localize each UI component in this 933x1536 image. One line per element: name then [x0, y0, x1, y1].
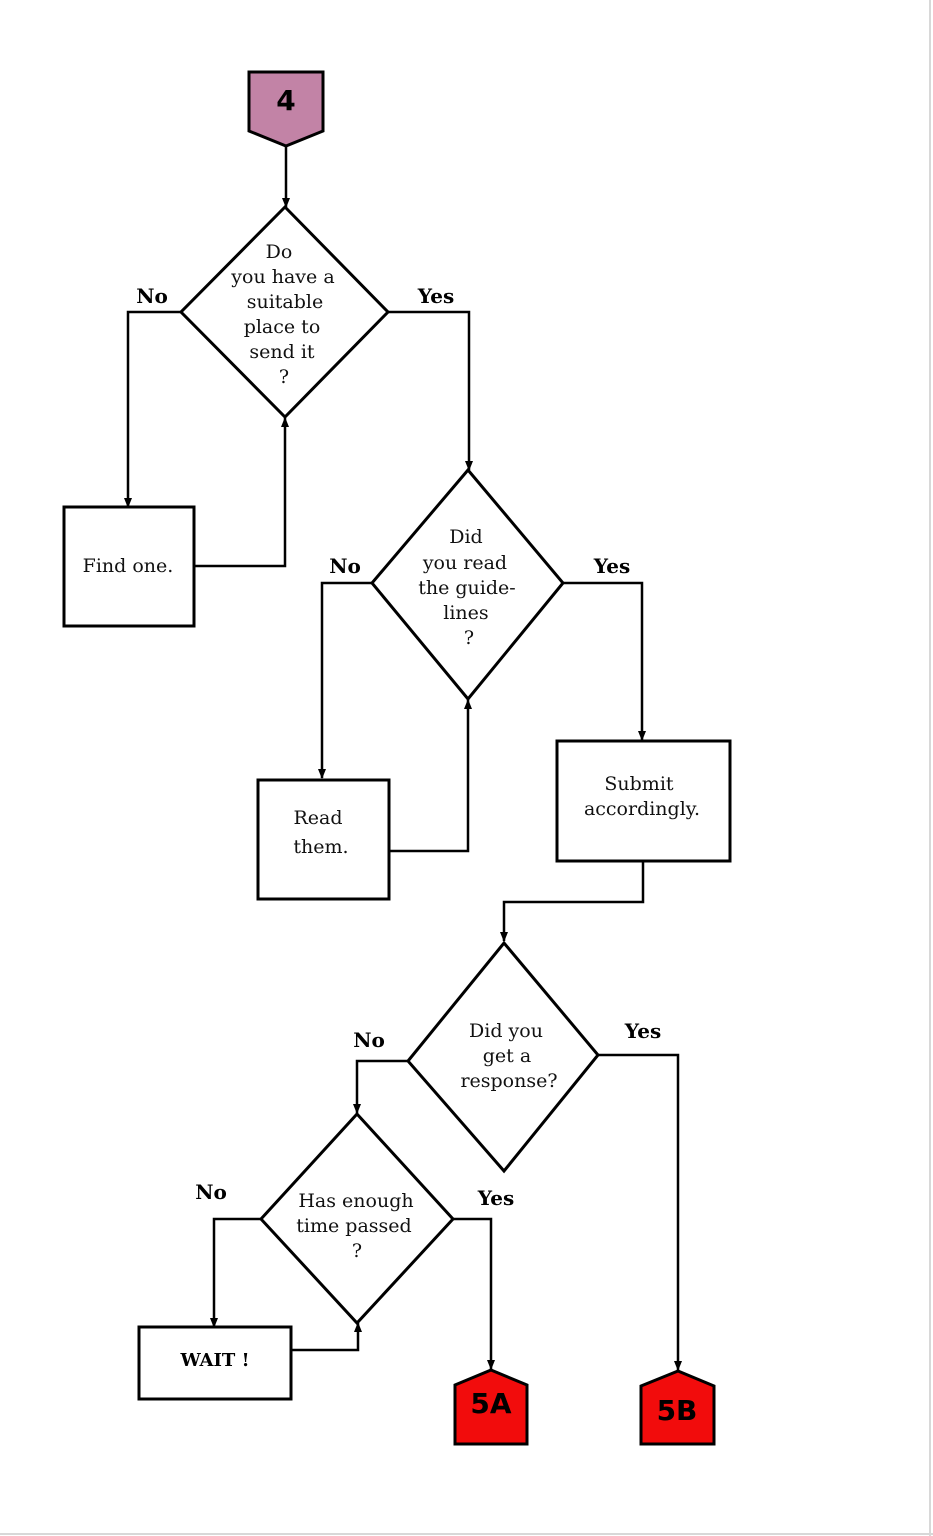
decision-suitable-place-line: ?	[279, 366, 289, 388]
edge-find-one-return	[194, 417, 289, 568]
decision-got-response-shape	[406, 940, 600, 1174]
decision-got-response-line: Did you	[469, 1020, 543, 1042]
edge-q2-yes	[563, 581, 646, 741]
process-submit-box	[555, 739, 732, 863]
process-submit-line: accordingly.	[584, 798, 700, 820]
decision-suitable-place: Do you have a suitable place to send it …	[178, 204, 391, 420]
decision-got-response-line: response?	[460, 1070, 557, 1092]
end-connector-5b: 5B	[639, 1369, 716, 1446]
decision-read-guidelines-line: ?	[464, 627, 474, 649]
decision-suitable-place-line: suitable	[247, 291, 324, 313]
edge-label-q2-yes: Yes	[593, 554, 631, 578]
start-connector-shape	[247, 70, 325, 148]
decision-read-guidelines: Did you read the guide- lines ?	[370, 467, 565, 702]
edge-q1-no	[124, 310, 181, 508]
edge-wait-return	[291, 1322, 362, 1352]
decision-suitable-place-line: send it	[249, 341, 315, 363]
decision-suitable-place-text: Do you have a suitable place to send it …	[230, 241, 340, 388]
decision-suitable-place-line: you have a	[230, 266, 334, 288]
decision-suitable-place-shape	[178, 204, 391, 420]
decision-read-guidelines-text: Did you read the guide- lines ?	[418, 526, 522, 649]
decision-enough-time-line: ?	[352, 1240, 362, 1262]
decision-read-guidelines-line: lines	[443, 602, 488, 624]
decision-read-guidelines-shape	[370, 467, 565, 702]
edge-label-q4-yes: Yes	[477, 1186, 515, 1210]
end-connector-5b-shape	[639, 1369, 716, 1446]
decision-read-guidelines-line: you read	[422, 552, 507, 574]
edge-label-q3-yes: Yes	[624, 1019, 662, 1043]
edge-label-q3-no: No	[353, 1028, 385, 1052]
edge-q1-yes	[388, 310, 473, 471]
edge-q4-no	[210, 1217, 261, 1328]
edge-label-q2-no: No	[329, 554, 361, 578]
edge-read-return	[389, 699, 472, 853]
end-connector-5b-label: 5B	[657, 1394, 698, 1427]
process-find-one: Find one.	[62, 505, 196, 628]
decision-read-guidelines-line: Did	[449, 526, 482, 548]
edge-q3-no	[353, 1059, 410, 1114]
process-read-them-line: them.	[293, 836, 348, 858]
process-submit-text: Submit accordingly.	[584, 773, 700, 820]
decision-suitable-place-line: place to	[244, 316, 321, 338]
edge-q4-yes	[453, 1217, 495, 1370]
process-wait-box	[137, 1325, 293, 1401]
decision-enough-time-line: time passed	[296, 1215, 411, 1237]
process-read-them-text: Read them.	[293, 807, 348, 858]
decision-enough-time-text: Has enough time passed ?	[296, 1190, 419, 1262]
process-submit-line: Submit	[604, 773, 674, 795]
edge-q2-no	[318, 581, 372, 779]
edge-label-q4-no: No	[195, 1180, 227, 1204]
process-read-them-box	[256, 778, 391, 901]
decision-got-response-line: get a	[483, 1045, 531, 1067]
end-connector-5a: 5A	[453, 1368, 529, 1446]
edge-q3-yes	[598, 1053, 682, 1371]
decision-enough-time: Has enough time passed ?	[258, 1111, 456, 1326]
process-read-them-line: Read	[293, 807, 342, 829]
decision-suitable-place-line: Do	[266, 241, 293, 263]
edge-label-q1-no: No	[136, 284, 168, 308]
start-connector: 4	[247, 70, 325, 148]
decision-enough-time-shape	[258, 1111, 456, 1326]
process-wait-text: WAIT !	[179, 1350, 249, 1371]
edge-label-q1-yes: Yes	[417, 284, 455, 308]
process-wait: WAIT !	[137, 1325, 293, 1401]
process-find-one-text: Find one.	[83, 555, 174, 577]
start-connector-label: 4	[276, 84, 295, 117]
process-find-one-box	[62, 505, 196, 628]
end-connector-5a-label: 5A	[470, 1387, 511, 1420]
decision-got-response: Did you get a response?	[406, 940, 600, 1174]
process-read-them: Read them.	[256, 778, 391, 901]
process-submit: Submit accordingly.	[555, 739, 732, 863]
decision-got-response-text: Did you get a response?	[460, 1020, 557, 1092]
edge-submit-to-q3	[500, 861, 645, 942]
end-connector-5a-shape	[453, 1368, 529, 1446]
decision-read-guidelines-line: the guide-	[418, 577, 515, 599]
decision-enough-time-line: Has enough	[298, 1190, 413, 1212]
